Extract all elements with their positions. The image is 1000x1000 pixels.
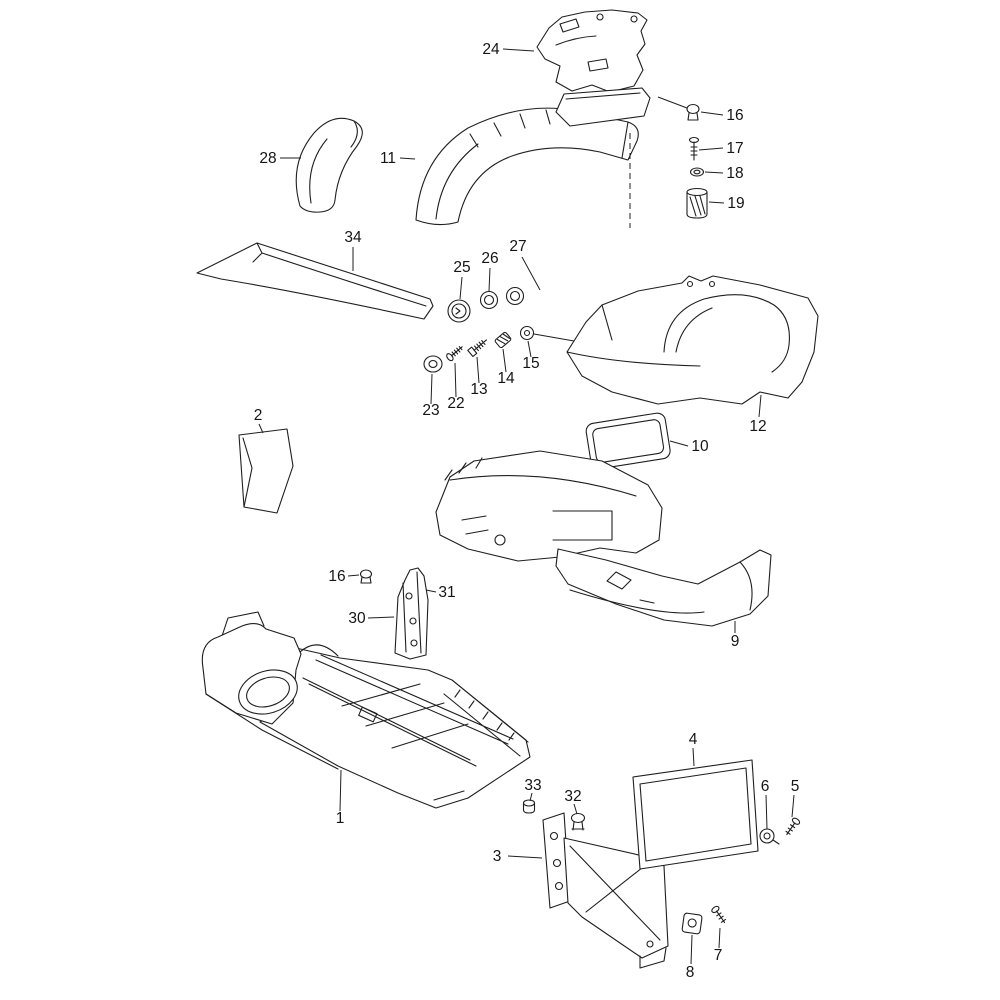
- part-11-wheel-arch-liner: [415, 87, 651, 226]
- fastener-7-screw: [711, 905, 727, 924]
- callout-33: 33: [524, 777, 541, 794]
- fastener-5-screw: [785, 817, 801, 835]
- sleeve-14: [494, 331, 512, 349]
- callout-25: 25: [453, 259, 470, 276]
- part-4-panel: [632, 759, 759, 870]
- fastener-16-pin: [686, 103, 700, 121]
- callout-6: 6: [761, 778, 770, 795]
- screw-22: [446, 346, 463, 362]
- callout-23: 23: [422, 402, 439, 419]
- callout-16-top: 16: [726, 107, 743, 124]
- callout-7: 7: [714, 947, 723, 964]
- callout-2: 2: [254, 407, 263, 424]
- fastener-6-grommet: [759, 828, 780, 845]
- part-12-carpet: [566, 275, 819, 405]
- part-28-corner-panel: [295, 117, 363, 213]
- callout-13: 13: [470, 381, 487, 398]
- fastener-18-washer: [689, 167, 705, 177]
- callout-26: 26: [481, 250, 498, 267]
- fastener-19-sleeve: [686, 187, 708, 219]
- part-1-floor-pan: [201, 611, 531, 809]
- nut-15: [519, 325, 535, 341]
- callout-31: 31: [438, 584, 455, 601]
- part-34-cowl-strip: [196, 242, 434, 320]
- callout-3: 3: [493, 848, 502, 865]
- callout-27: 27: [509, 238, 526, 255]
- grommet-27: [505, 286, 525, 306]
- screw-13: [467, 339, 487, 358]
- callout-14: 14: [497, 370, 515, 387]
- grommet-23: [423, 355, 443, 373]
- callout-17: 17: [726, 140, 743, 157]
- fastener-32: [570, 812, 586, 831]
- callout-4: 4: [689, 731, 698, 748]
- callout-19: 19: [727, 195, 744, 212]
- callout-16-clip: 16: [328, 568, 345, 585]
- callout-28: 28: [259, 150, 276, 167]
- fastener-17-screw: [688, 136, 700, 161]
- callout-5: 5: [791, 778, 800, 795]
- callout-leaders: [258, 48, 795, 965]
- grommet-26: [479, 290, 499, 310]
- part-2-panel: [238, 428, 294, 514]
- grommet-25: [447, 299, 471, 323]
- part-30-31-bracket: [394, 567, 429, 660]
- callout-22: 22: [447, 395, 464, 412]
- callout-15: 15: [522, 355, 539, 372]
- callout-9: 9: [731, 633, 740, 650]
- callout-labels: 24 16 17 18 19 28 11 34 25 26 27 15 14 1…: [254, 41, 800, 981]
- fastener-33: [522, 799, 536, 814]
- part-10-insulation-pad: [585, 412, 671, 470]
- callout-11: 11: [380, 150, 396, 167]
- callout-8: 8: [686, 964, 695, 981]
- callout-18: 18: [726, 165, 743, 182]
- callout-24: 24: [482, 41, 500, 58]
- part-24-panel: [536, 9, 648, 93]
- callout-34: 34: [344, 229, 362, 246]
- callout-32: 32: [564, 788, 581, 805]
- callout-1: 1: [336, 810, 345, 827]
- callout-12: 12: [749, 418, 766, 435]
- callout-10: 10: [691, 438, 709, 455]
- part-8-pad: [681, 912, 703, 935]
- leader-lines: [258, 48, 795, 965]
- part-drawings: [196, 9, 819, 969]
- fastener-16-clip: [359, 569, 373, 584]
- callout-30: 30: [348, 610, 366, 627]
- part-9-floor-carpet: [435, 450, 772, 627]
